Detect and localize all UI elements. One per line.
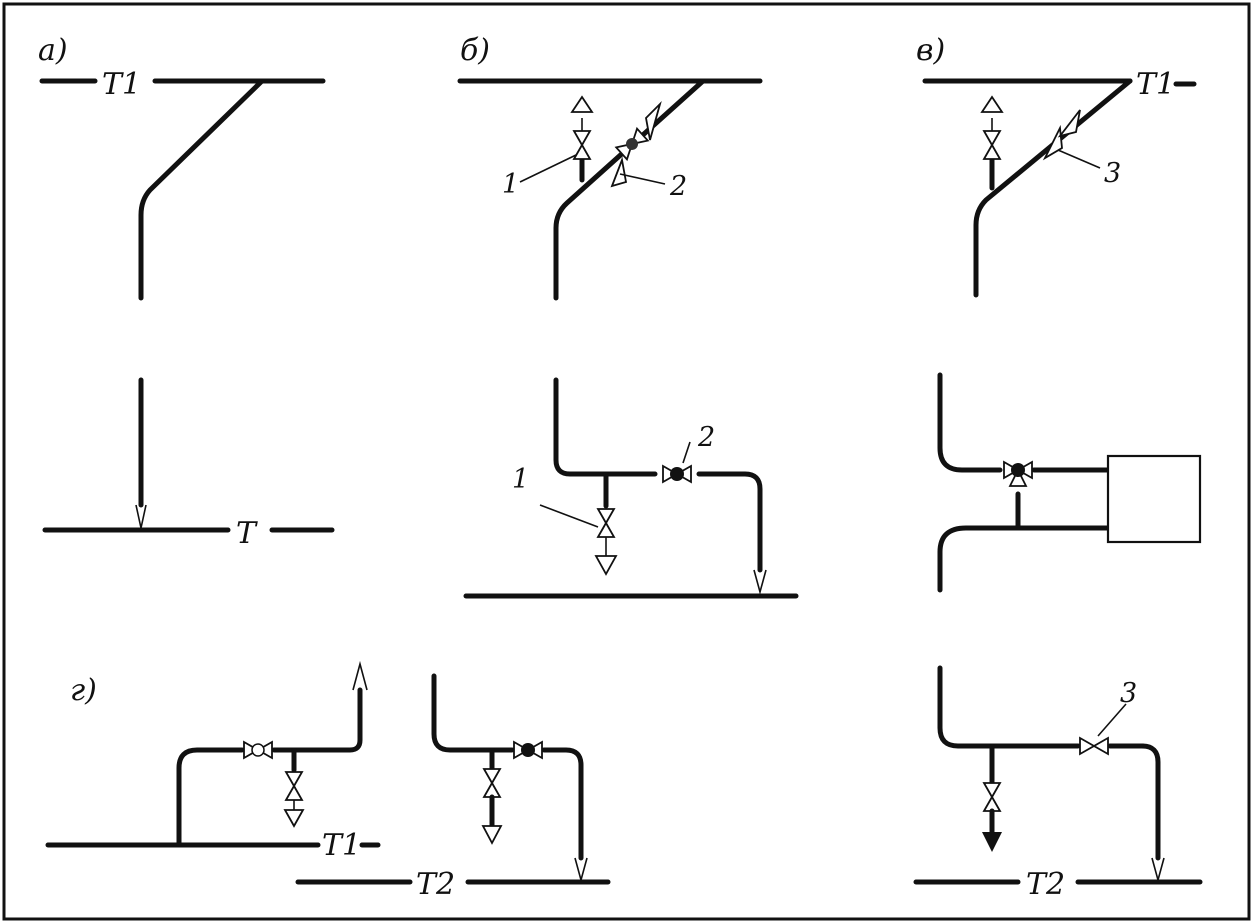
v-bottom-pipe-left bbox=[937, 665, 1081, 749]
v-drain-arrow-icon bbox=[982, 832, 1002, 852]
v-bottom-pipe-right bbox=[1107, 743, 1161, 861]
g-return-arrow-icon bbox=[574, 857, 588, 884]
panel-v-letter: в) bbox=[916, 33, 945, 68]
b-flow-mark-icon bbox=[610, 156, 628, 188]
panel-a: а) Т1 Т bbox=[38, 33, 335, 551]
g-supply-outlet bbox=[271, 687, 363, 753]
b-vent-valve-icon bbox=[573, 130, 591, 160]
g-supply-arrow-icon bbox=[352, 660, 368, 691]
v-callout-3-lower-leader bbox=[1097, 703, 1127, 737]
g-return-label: Т2 bbox=[416, 867, 455, 902]
b-callout-1: 1 bbox=[502, 169, 519, 200]
v-check-valve-icon bbox=[1042, 124, 1063, 161]
v-callout-3-leader bbox=[1057, 149, 1101, 169]
b-check-valve-icon bbox=[645, 100, 662, 141]
b-callout-2-leader bbox=[619, 173, 666, 185]
b-lower-pipe-right bbox=[696, 471, 763, 573]
g-return-drain-arrow-icon bbox=[481, 825, 503, 845]
g-supply-drain-arrow-icon bbox=[283, 809, 305, 828]
v-heat-exchanger bbox=[1106, 454, 1202, 544]
v-callout-3-lower: 3 bbox=[1120, 678, 1137, 709]
b-callout-2-lower-leader bbox=[682, 441, 691, 464]
g-supply-valve-icon bbox=[243, 741, 273, 759]
b-drain-valve-icon bbox=[597, 508, 615, 538]
panel-v: в) Т1 3 3 Т2 bbox=[913, 33, 1203, 902]
g-supply-drain-valve-icon bbox=[285, 771, 303, 801]
v-mid-pipe-lower bbox=[937, 525, 1111, 593]
a-top-pipe-label: Т1 bbox=[102, 67, 141, 102]
panel-b-letter: б) bbox=[460, 33, 490, 68]
g-supply-riser bbox=[176, 747, 245, 848]
v-bottom-valve-icon bbox=[1079, 737, 1109, 755]
g-return-pipe-left bbox=[431, 673, 515, 753]
v-vent-arrow-icon bbox=[980, 95, 1004, 113]
g-return-drain-valve-icon bbox=[483, 768, 501, 798]
g-return-pipe-right bbox=[541, 747, 584, 861]
b-drain-arrow-icon bbox=[594, 555, 618, 576]
g-supply-label: Т1 bbox=[322, 828, 361, 863]
v-flow-arrow-icon bbox=[1151, 857, 1165, 884]
panel-a-letter: а) bbox=[38, 33, 68, 68]
b-callout-1-lower-leader bbox=[539, 504, 599, 528]
panel-g: г) Т1 Т2 bbox=[45, 660, 611, 902]
v-top-pipe-label: Т1 bbox=[1136, 67, 1175, 102]
b-callout-1-leader bbox=[519, 154, 577, 183]
a-bottom-pipe-label: Т bbox=[236, 516, 258, 551]
panel-g-letter: г) bbox=[70, 673, 97, 708]
b-control-valve-icon bbox=[615, 127, 649, 161]
v-branch-pipe bbox=[973, 78, 1133, 298]
b-callout-2: 2 bbox=[669, 171, 687, 202]
b-callout-1-lower: 1 bbox=[512, 464, 529, 495]
v-mixing-valve-icon bbox=[1003, 461, 1033, 487]
g-return-valve-icon bbox=[513, 741, 543, 759]
b-callout-2-lower: 2 bbox=[697, 422, 715, 453]
v-callout-3: 3 bbox=[1104, 158, 1121, 189]
b-lower-pipe-left bbox=[553, 377, 658, 477]
panel-b: б) 1 2 2 1 bbox=[457, 33, 799, 599]
v-bottom-pipe-label: Т2 bbox=[1026, 867, 1065, 902]
v-vent-valve-icon bbox=[983, 130, 1001, 160]
v-mid-pipe-upper-left bbox=[937, 372, 1003, 473]
v-drain-valve-icon bbox=[983, 782, 1001, 812]
v-check-valve-icon-2 bbox=[1057, 109, 1081, 138]
a-flow-arrow-icon bbox=[135, 504, 147, 529]
b-vent-arrow-icon bbox=[570, 95, 594, 113]
b-branch-pipe bbox=[553, 78, 706, 301]
a-branch-pipe bbox=[138, 78, 265, 301]
b-control-valve-lower-icon bbox=[662, 465, 692, 483]
b-flow-arrow-icon bbox=[753, 569, 767, 596]
